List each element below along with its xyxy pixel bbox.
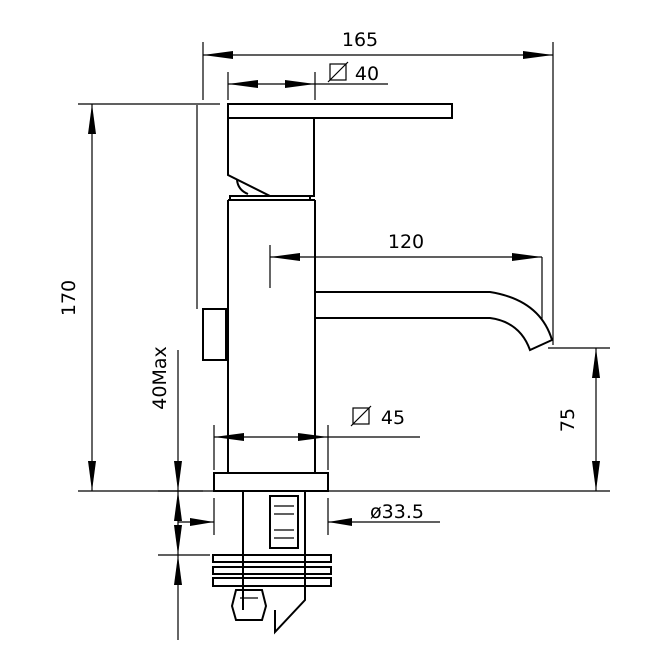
washer-1 [212,554,332,563]
label-40max: 40Max [149,346,171,409]
label-120: 120 [388,231,424,253]
fitting-threads [274,505,294,539]
spout [315,291,554,352]
dimension-labels: 165 40 170 120 40Max 45 75 ø33.5 [58,29,579,523]
faucet-outline [202,103,554,635]
base-plate [213,472,329,492]
label-45: 45 [381,407,405,429]
body-column [227,200,316,473]
dimension-lines [78,42,610,640]
handle-block [227,118,315,197]
label-75: 75 [557,408,579,432]
handle-curve [236,179,249,195]
label-40: 40 [355,63,379,85]
lever-handle [227,103,453,119]
label-33-5: ø33.5 [370,501,424,523]
label-170: 170 [58,280,80,316]
label-165: 165 [342,29,378,51]
hose-fitting [269,495,299,549]
washer-3 [212,577,332,587]
lock-nut [230,589,268,621]
diameter-symbol-box [329,63,347,81]
popup-knob [202,308,227,361]
washer-2 [212,566,332,575]
